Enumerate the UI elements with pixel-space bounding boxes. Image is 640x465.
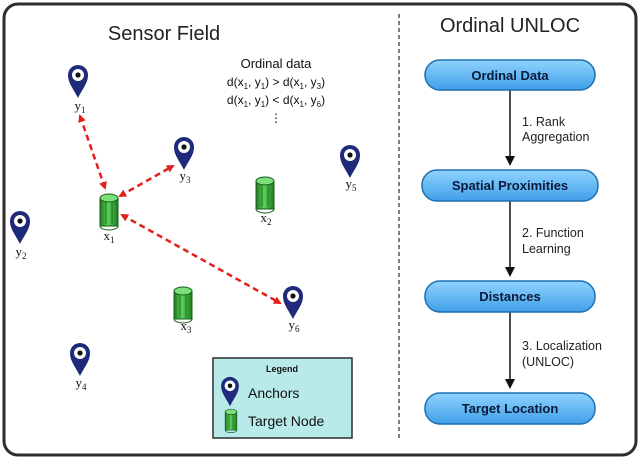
ordinal-data-heading: Ordinal data: [241, 56, 313, 71]
target-label: x: [261, 210, 268, 225]
svg-text:y4: y4: [76, 375, 88, 392]
box-label: Target Location: [462, 401, 559, 416]
svg-text:y5: y5: [346, 176, 358, 193]
step-3-line-2: (UNLOC): [522, 355, 574, 369]
box-target-location: Target Location: [424, 392, 596, 425]
anchor-y2: y2: [10, 211, 30, 261]
target-label: x: [104, 228, 111, 243]
step-2-line-1: 2. Function: [522, 226, 584, 240]
step-1-line-2: Aggregation: [522, 130, 589, 144]
cylinder-node-icon: [99, 193, 119, 231]
legend-title: Legend: [266, 364, 298, 374]
anchor-label: y: [75, 98, 82, 113]
step-2-line-2: Learning: [522, 242, 571, 256]
svg-text:x2: x2: [261, 210, 272, 227]
cylinder-node-icon: [224, 408, 238, 434]
box-ordinal-data: Ordinal Data: [424, 59, 596, 91]
anchor-y4: y4: [70, 343, 90, 392]
svg-text:x3: x3: [181, 318, 193, 335]
target-x1: x1: [99, 193, 119, 245]
outer-frame: [2, 2, 638, 457]
anchor-label: y: [180, 168, 187, 183]
pipeline-title: Ordinal UNLOC: [440, 15, 580, 37]
step-1-line-1: 1. Rank: [522, 115, 566, 129]
link-x1-y3: [118, 164, 175, 198]
anchor-y3: y3: [174, 137, 194, 185]
svg-text:y2: y2: [16, 244, 27, 261]
anchor-y5: y5: [340, 145, 360, 193]
target-label: x: [181, 318, 188, 333]
anchor-label: y: [16, 244, 23, 259]
svg-text:y3: y3: [180, 168, 192, 185]
box-label: Distances: [479, 289, 540, 304]
sensor-field-title: Sensor Field: [108, 23, 220, 45]
legend-target-label: Target Node: [248, 413, 324, 429]
box-label: Ordinal Data: [471, 68, 549, 83]
box-label: Spatial Proximities: [452, 178, 568, 193]
target-x3: x3: [173, 286, 193, 335]
link-x1-y6: [120, 213, 282, 305]
svg-text:x1: x1: [104, 228, 115, 245]
anchor-label: y: [346, 176, 353, 191]
ordinal-relation-1: d(x1, y1) > d(x1, y3): [227, 75, 325, 91]
box-spatial-proximities: Spatial Proximities: [421, 169, 599, 202]
svg-text:y6: y6: [289, 317, 301, 334]
anchor-y1: y1: [68, 65, 88, 115]
legend: Legend Anchors Target Node: [212, 357, 353, 439]
anchor-label: y: [76, 375, 83, 390]
ordinal-relation-2: d(x1, y1) < d(x1, y6): [227, 93, 325, 109]
legend-anchors-label: Anchors: [248, 385, 299, 401]
box-distances: Distances: [424, 280, 596, 313]
svg-text:y1: y1: [75, 98, 86, 115]
ordinal-ellipsis: ⋮: [270, 111, 282, 125]
step-3-line-1: 3. Localization: [522, 339, 602, 353]
target-x2: x2: [255, 176, 275, 227]
cylinder-node-icon: [255, 176, 275, 214]
anchor-y6: y6: [283, 286, 303, 334]
link-x1-y1: [78, 114, 107, 190]
anchor-label: y: [289, 317, 296, 332]
